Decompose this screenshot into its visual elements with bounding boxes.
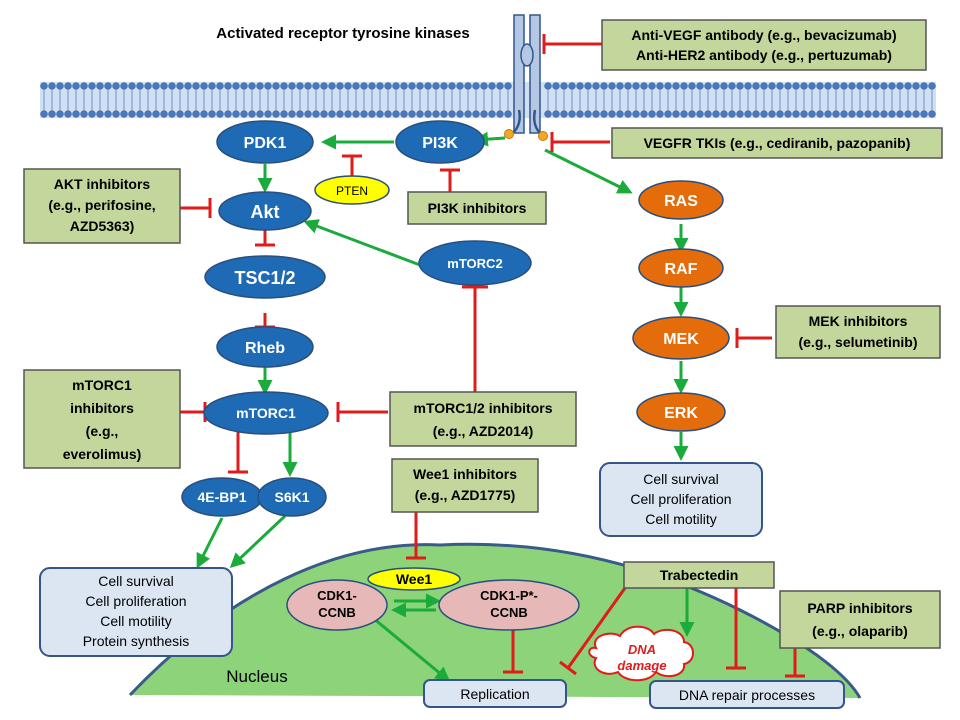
svg-text:(e.g., AZD1775): (e.g., AZD1775) <box>415 487 516 503</box>
svg-text:mTORC2: mTORC2 <box>447 256 502 271</box>
inhibitor-box-akt: AKT inhibitors (e.g., perifosine, AZD536… <box>23 168 181 244</box>
inhibitor-box-trabectedin: Trabectedin <box>623 561 775 589</box>
svg-text:damage: damage <box>617 658 666 673</box>
svg-text:RAS: RAS <box>664 193 698 210</box>
svg-text:Cell proliferation: Cell proliferation <box>630 491 731 507</box>
node-tsc: TSC1/2 <box>204 255 326 299</box>
svg-text:PI3K inhibitors: PI3K inhibitors <box>428 200 527 216</box>
inhibitor-box-mek: MEK inhibitors (e.g., selumetinib) <box>775 305 941 359</box>
svg-text:4E-BP1: 4E-BP1 <box>197 489 246 505</box>
svg-text:(e.g., perifosine,: (e.g., perifosine, <box>48 197 155 213</box>
node-ras: RAS <box>638 180 724 220</box>
svg-text:Trabectedin: Trabectedin <box>660 567 739 583</box>
receptor-tyrosine-kinase <box>504 14 548 141</box>
svg-text:TSC1/2: TSC1/2 <box>234 268 295 288</box>
svg-text:S6K1: S6K1 <box>274 489 309 505</box>
svg-text:DNA: DNA <box>628 642 656 657</box>
svg-text:mTORC1/2 inhibitors: mTORC1/2 inhibitors <box>414 400 553 416</box>
svg-text:AZD5363): AZD5363) <box>70 218 135 234</box>
svg-text:MEK: MEK <box>663 331 699 348</box>
dna-damage-cloud: DNA damage <box>588 625 694 682</box>
svg-text:Rheb: Rheb <box>245 340 285 357</box>
svg-text:Cell proliferation: Cell proliferation <box>85 593 186 609</box>
svg-text:(e.g., selumetinib): (e.g., selumetinib) <box>798 334 917 350</box>
svg-text:Cell motility: Cell motility <box>100 613 172 629</box>
svg-text:PI3K: PI3K <box>422 135 458 152</box>
node-mtorc1: mTORC1 <box>203 391 329 435</box>
svg-text:Wee1: Wee1 <box>396 571 433 587</box>
svg-text:ERK: ERK <box>664 405 698 422</box>
svg-text:CDK1-P*-: CDK1-P*- <box>480 588 538 603</box>
inhibitor-box-pi3k: PI3K inhibitors <box>407 191 547 225</box>
inhibitor-box-mtorc12: mTORC1/2 inhibitors (e.g., AZD2014) <box>389 391 577 447</box>
svg-text:CDK1-: CDK1- <box>317 588 357 603</box>
svg-text:Cell survival: Cell survival <box>98 573 173 589</box>
svg-text:RAF: RAF <box>665 261 698 278</box>
svg-text:VEGFR TKIs (e.g., cediranib, p: VEGFR TKIs (e.g., cediranib, pazopanib) <box>644 135 911 151</box>
node-pdk1: PDK1 <box>216 120 314 164</box>
inhibitor-box-vegf-her2: Anti-VEGF antibody (e.g., bevacizumab) A… <box>601 19 927 71</box>
svg-text:everolimus): everolimus) <box>63 446 142 462</box>
node-akt: Akt <box>218 191 312 231</box>
diagram-title: Activated receptor tyrosine kinases <box>216 25 469 42</box>
inhibitor-box-wee1: Wee1 inhibitors (e.g., AZD1775) <box>391 458 539 513</box>
cell-membrane <box>40 82 936 118</box>
svg-text:inhibitors: inhibitors <box>70 400 134 416</box>
svg-text:CCNB: CCNB <box>490 605 528 620</box>
node-s6k1: S6K1 <box>257 477 327 517</box>
node-mek: MEK <box>632 316 730 360</box>
svg-text:Akt: Akt <box>250 202 279 222</box>
svg-text:MEK inhibitors: MEK inhibitors <box>809 313 908 329</box>
node-wee1: Wee1 <box>367 567 461 591</box>
inhibitor-box-vegfr-tki: VEGFR TKIs (e.g., cediranib, pazopanib) <box>611 127 943 159</box>
svg-text:mTORC1: mTORC1 <box>236 405 296 421</box>
svg-text:Anti-VEGF antibody (e.g., beva: Anti-VEGF antibody (e.g., bevacizumab) <box>631 27 896 43</box>
node-pi3k: PI3K <box>395 120 485 164</box>
svg-text:(e.g., olaparib): (e.g., olaparib) <box>812 623 908 639</box>
activation-arrows <box>196 131 695 682</box>
nucleus-label: Nucleus <box>226 667 287 686</box>
node-cdk1-p-ccnb: CDK1-P*- CCNB <box>438 579 580 631</box>
svg-text:Cell survival: Cell survival <box>643 471 718 487</box>
svg-text:PTEN: PTEN <box>336 184 368 198</box>
node-4e-bp1: 4E-BP1 <box>181 477 263 517</box>
svg-text:PDK1: PDK1 <box>244 135 287 152</box>
outcome-box-mtor: Cell survival Cell proliferation Cell mo… <box>39 567 233 657</box>
inhibitor-box-mtorc1: mTORC1 inhibitors (e.g., everolimus) <box>23 369 181 469</box>
node-rheb: Rheb <box>216 326 314 368</box>
outcome-box-erk: Cell survival Cell proliferation Cell mo… <box>599 462 763 537</box>
svg-text:Anti-HER2 antibody (e.g., pert: Anti-HER2 antibody (e.g., pertuzumab) <box>636 47 892 63</box>
svg-text:PARP inhibitors: PARP inhibitors <box>807 600 912 616</box>
outcome-box-dna-repair: DNA repair processes <box>649 680 845 709</box>
node-erk: ERK <box>636 392 726 432</box>
node-mtorc2: mTORC2 <box>418 240 532 286</box>
svg-text:AKT inhibitors: AKT inhibitors <box>54 176 151 192</box>
svg-text:Wee1 inhibitors: Wee1 inhibitors <box>413 466 517 482</box>
svg-text:(e.g.,: (e.g., <box>86 423 119 439</box>
svg-text:Protein synthesis: Protein synthesis <box>83 633 190 649</box>
node-pten: PTEN <box>314 175 390 205</box>
node-raf: RAF <box>638 248 724 288</box>
svg-text:Cell motility: Cell motility <box>645 511 717 527</box>
svg-text:mTORC1: mTORC1 <box>72 377 132 393</box>
inhibitor-box-parp: PARP inhibitors (e.g., olaparib) <box>779 590 941 649</box>
svg-text:CCNB: CCNB <box>318 605 356 620</box>
outcome-box-replication: Replication <box>423 679 567 708</box>
svg-text:(e.g., AZD2014): (e.g., AZD2014) <box>433 423 534 439</box>
svg-text:Replication: Replication <box>460 686 529 702</box>
svg-text:DNA repair processes: DNA repair processes <box>679 687 815 703</box>
node-cdk1-ccnb: CDK1- CCNB <box>286 579 388 631</box>
